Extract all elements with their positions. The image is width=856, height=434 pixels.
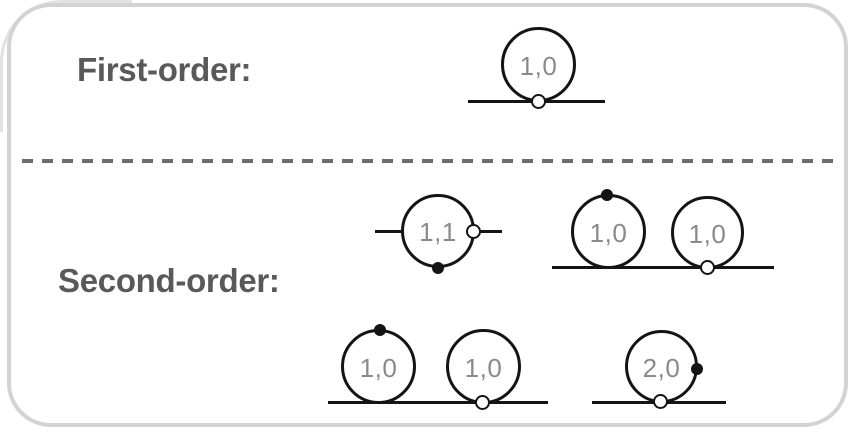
first-order-tadpole-diagram: 1,0 <box>468 27 605 109</box>
filled-vertex-dot <box>374 324 386 336</box>
filled-vertex-dot <box>691 363 703 375</box>
open-vertex-dot <box>531 94 546 109</box>
propagator-line-left <box>375 230 403 233</box>
left-loop-circle: 1,0 <box>341 329 416 404</box>
loop-label: 1,0 <box>359 352 398 383</box>
open-vertex-dot <box>653 394 668 409</box>
loop-label: 1,0 <box>519 50 558 81</box>
right-loop-circle: 1,0 <box>446 329 521 404</box>
propagator-line <box>328 401 548 404</box>
open-vertex-dot <box>700 260 715 275</box>
filled-vertex-dot <box>432 262 444 274</box>
second-order-double-loop-diagram: 2,0 <box>592 327 726 409</box>
loop-label: 2,0 <box>642 352 681 383</box>
loop-label: 1,1 <box>419 217 457 247</box>
loop-label: 1,0 <box>688 218 727 249</box>
second-order-double-tadpole-bottom-diagram: 1,0 1,0 <box>328 323 548 410</box>
first-order-heading: First-order: <box>77 51 252 88</box>
loop-label: 1,0 <box>464 352 503 383</box>
second-order-heading: Second-order: <box>58 262 280 299</box>
section-divider <box>22 159 834 163</box>
second-order-sunset-diagram: 1,1 <box>375 194 502 274</box>
open-vertex-dot <box>466 224 481 239</box>
filled-vertex-dot <box>601 189 613 201</box>
propagator-line-right <box>473 230 502 233</box>
loop-label: 1,0 <box>589 217 628 248</box>
propagator-line <box>552 266 774 269</box>
figure-card-border <box>7 3 848 427</box>
second-order-double-tadpole-top-diagram: 1,0 1,0 <box>552 189 774 275</box>
outer-corner-arc <box>0 0 132 132</box>
loop-circle: 2,0 <box>625 330 698 403</box>
right-loop-circle: 1,0 <box>671 196 744 269</box>
loop-circle: 1,0 <box>501 27 576 102</box>
left-loop-circle: 1,0 <box>571 194 646 269</box>
open-vertex-dot <box>475 395 490 410</box>
loop-circle: 1,1 <box>401 194 475 268</box>
